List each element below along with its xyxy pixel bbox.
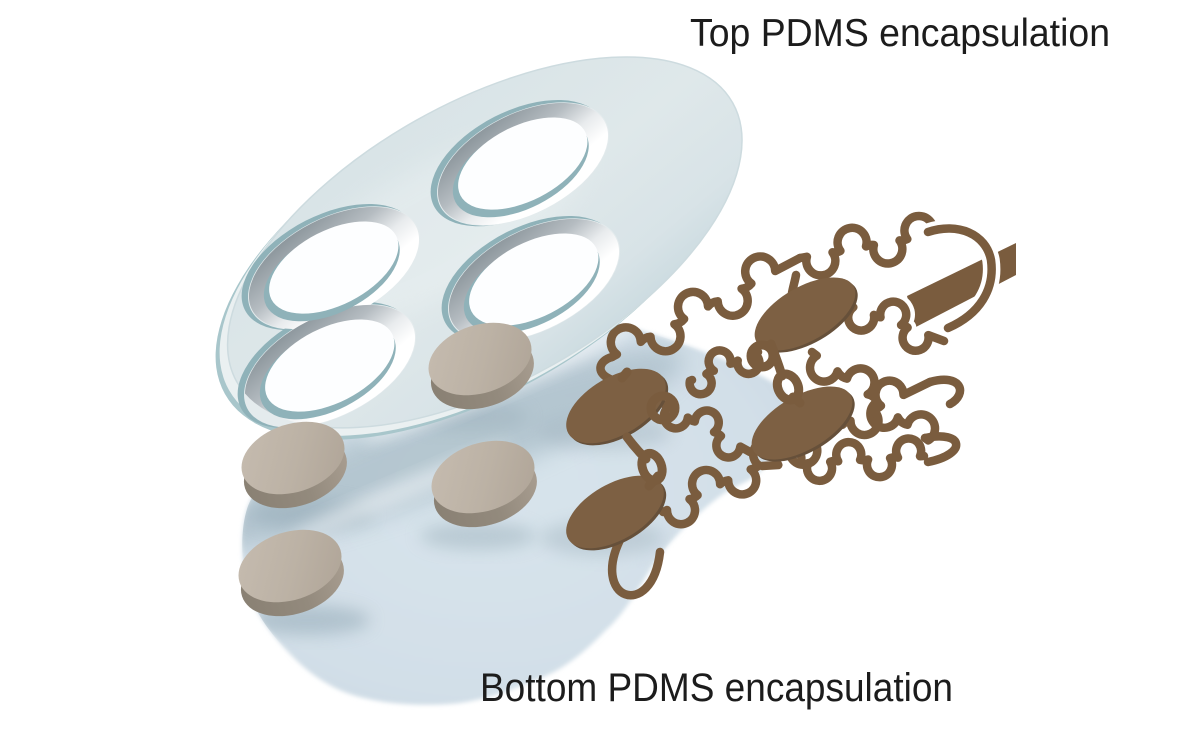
- svg-text:Bottom PDMS encapsulation: Bottom PDMS encapsulation: [480, 666, 953, 710]
- svg-text:Top PDMS encapsulation: Top PDMS encapsulation: [690, 12, 1110, 55]
